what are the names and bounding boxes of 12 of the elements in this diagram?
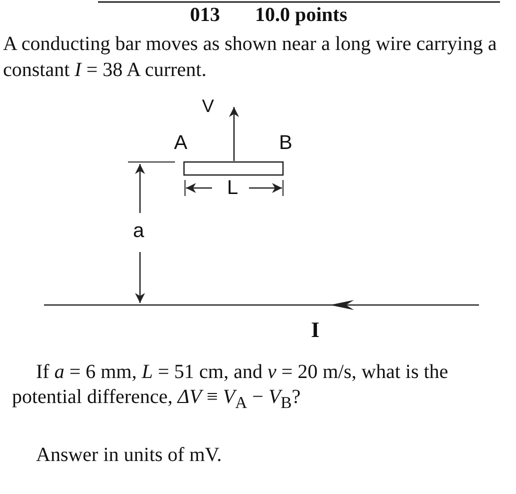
problem-number: 013 bbox=[190, 4, 220, 27]
end-label: A bbox=[174, 132, 188, 155]
point-value: 10.0 points bbox=[255, 4, 348, 27]
current-label: I bbox=[311, 317, 320, 343]
distance-label: a bbox=[133, 220, 144, 243]
problem-statement: A conducting bar moves as shown near a long wire carrying a constant I = 38 A current. bbox=[3, 32, 498, 83]
answer-instruction: Answer in units of mV. bbox=[36, 444, 222, 467]
length-label: L bbox=[227, 177, 238, 200]
velocity-label: V bbox=[202, 96, 214, 117]
question-text: If a = 6 mm, L = 51 cm, and v = 20 m/s, what is the potential difference, ΔV ≡ V$_{A}$ − V$_{B}$? bbox=[12, 360, 450, 414]
conducting-bar bbox=[183, 161, 284, 176]
end-label: B bbox=[279, 132, 292, 155]
